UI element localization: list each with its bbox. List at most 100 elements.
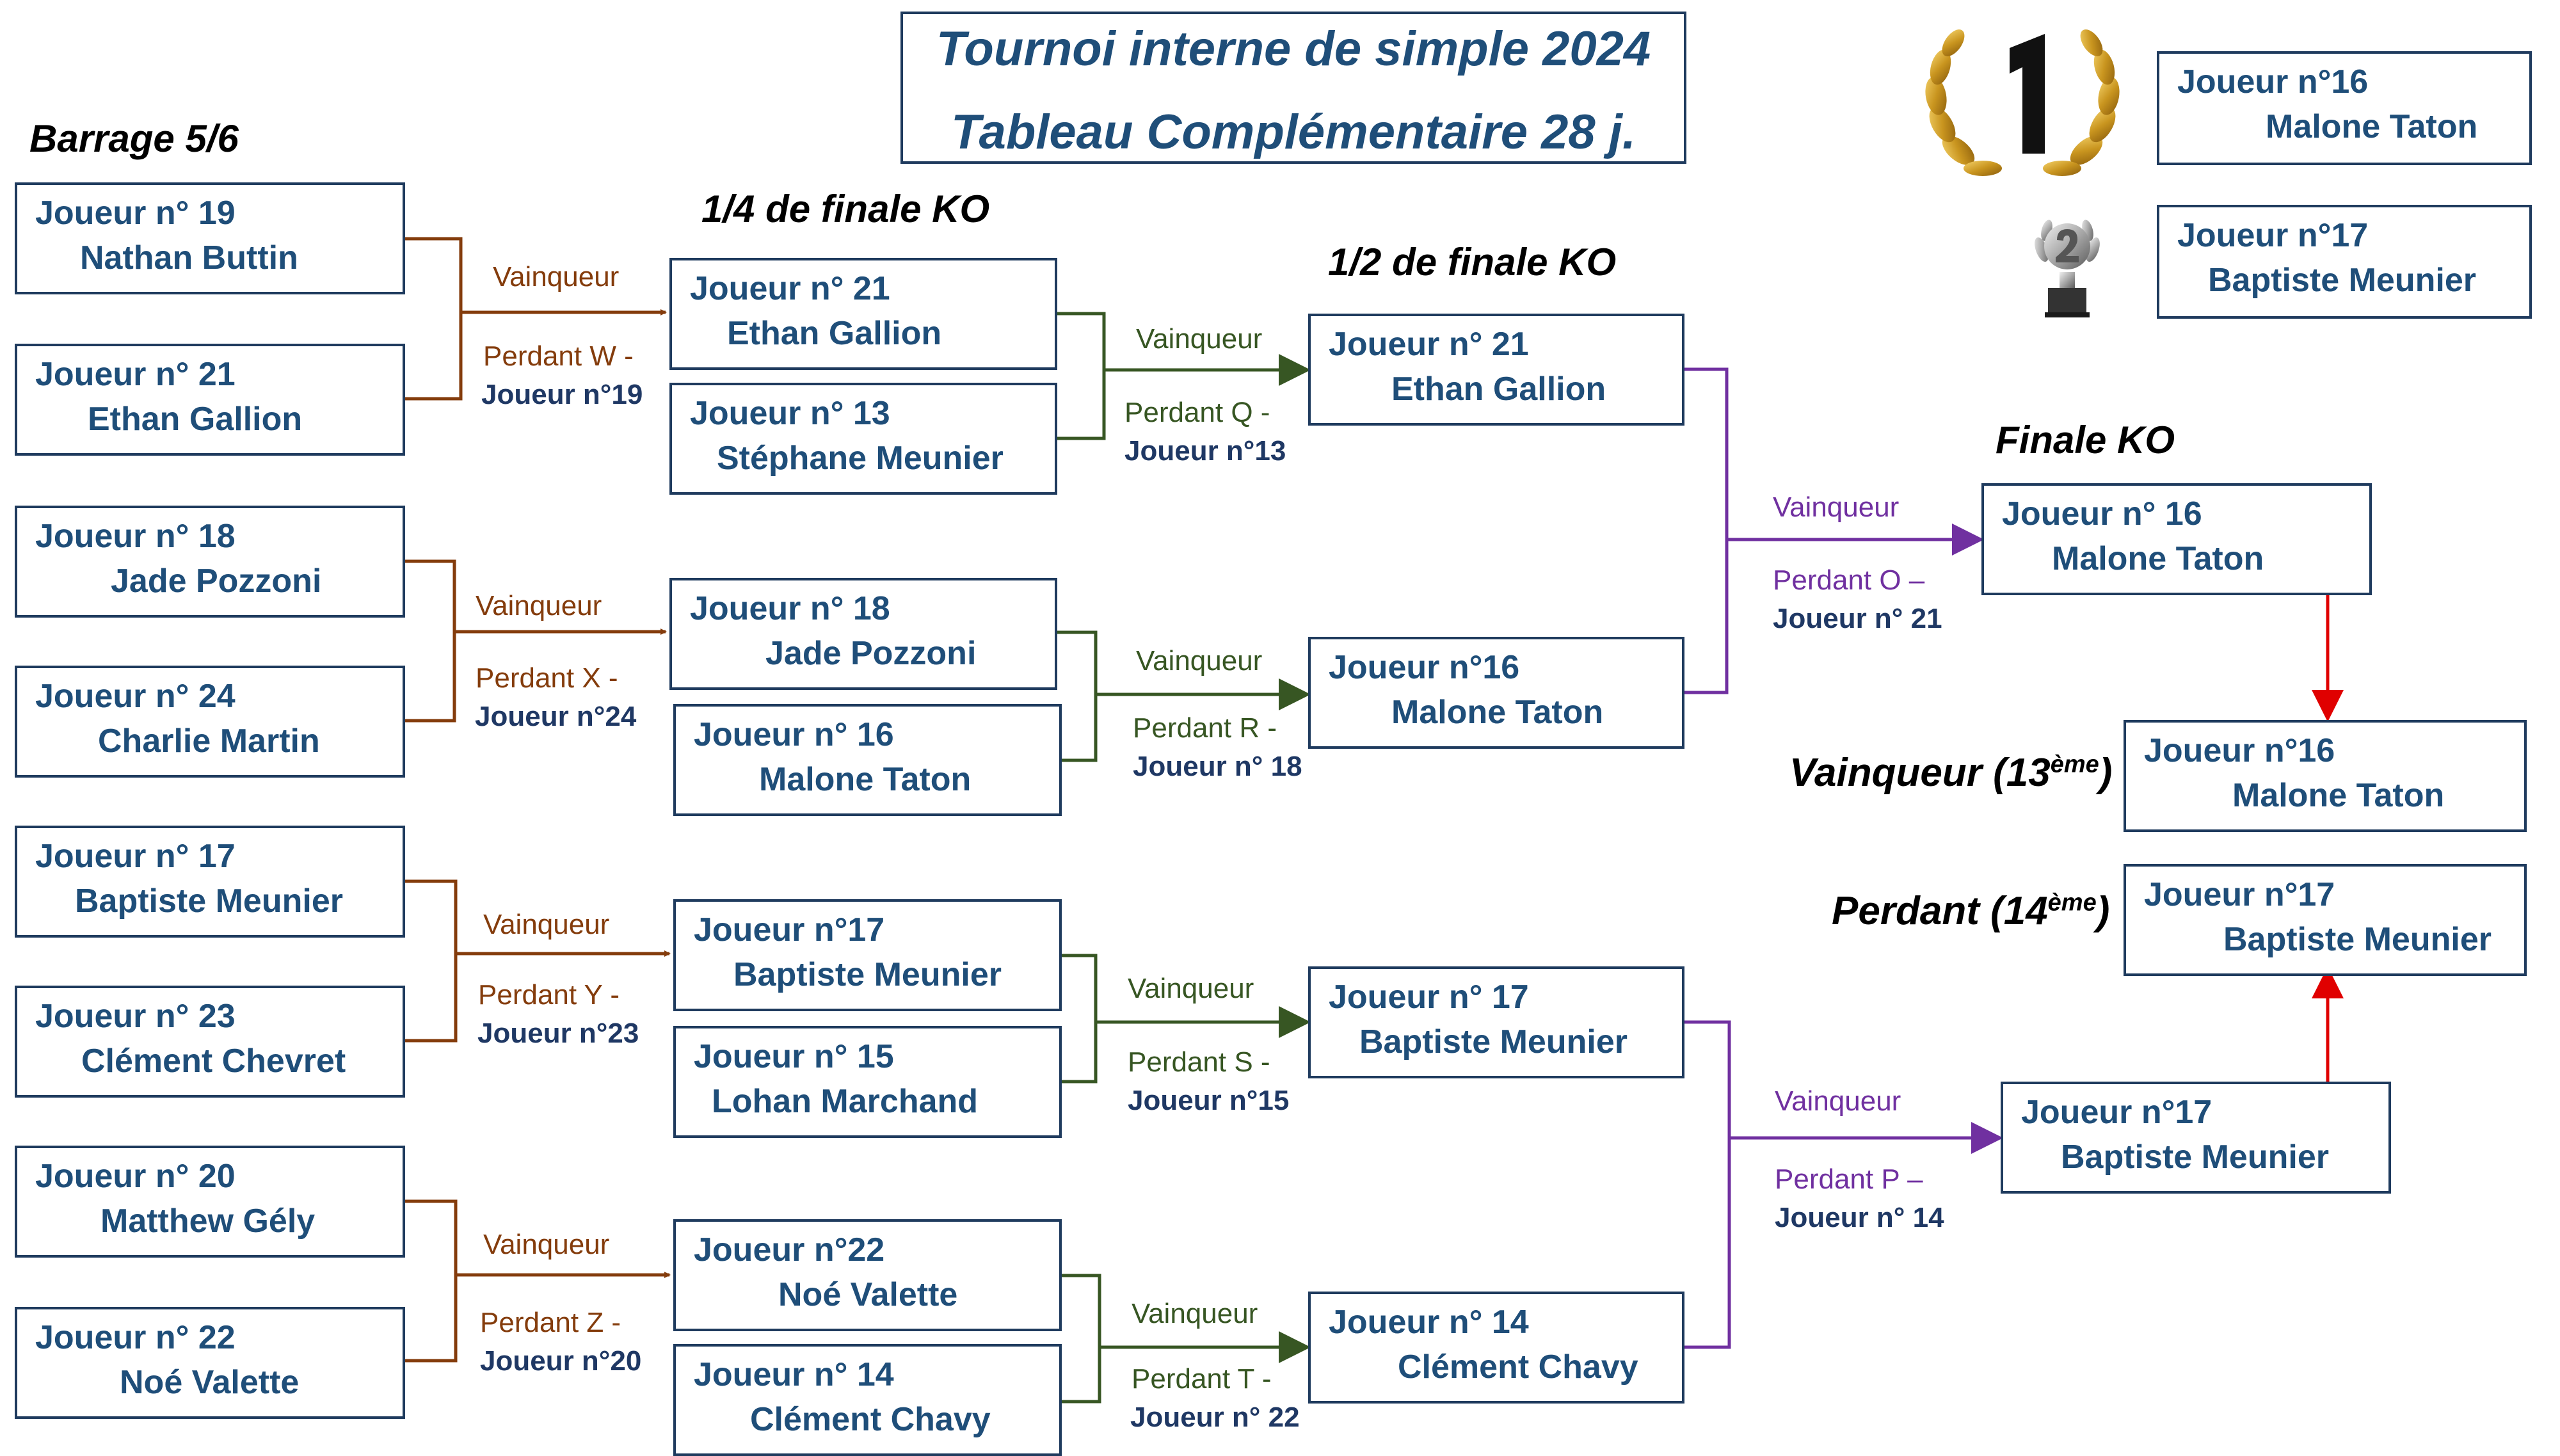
loser-label: Perdant W -	[483, 340, 634, 372]
loser-player-label: Joueur n° 22	[1130, 1402, 1300, 1433]
quarter-player-box: Joueur n° 13 Stéphane Meunier	[669, 383, 1057, 495]
player-name: Malone Taton	[2052, 540, 2264, 577]
player-name: Malone Taton	[1391, 694, 1604, 731]
player-number: Joueur n°16	[1329, 649, 1520, 686]
loser-player-label: Joueur n°15	[1128, 1085, 1290, 1116]
loser-player-label: Joueur n° 14	[1775, 1202, 1944, 1233]
loser-player-label: Joueur n° 18	[1133, 751, 1302, 782]
player-name: Jade Pozzoni	[765, 635, 977, 672]
loser-player-label: Joueur n°24	[475, 701, 637, 732]
quarter-connectors	[1053, 312, 1311, 1404]
barrage-player-box: Joueur n° 21 Ethan Gallion	[15, 344, 405, 456]
player-name: Malone Taton	[2266, 108, 2478, 145]
player-name: Baptiste Meunier	[75, 883, 343, 920]
winner-label: Vainqueur	[1136, 645, 1263, 676]
final-player-box: Joueur n° 16 Malone Taton	[1981, 483, 2372, 595]
winner-label: Vainqueur	[1773, 492, 1900, 523]
podium-first-box: Joueur n°16 Malone Taton	[2157, 51, 2532, 165]
player-number: Joueur n°17	[2177, 217, 2369, 254]
loser-label: Perdant P –	[1775, 1164, 1923, 1195]
podium-second-box: Joueur n°17 Baptiste Meunier	[2157, 205, 2532, 319]
player-number: Joueur n° 13	[690, 395, 890, 432]
gold-laurel-1-icon	[1925, 29, 2120, 176]
loser-player-label: Joueur n°19	[481, 379, 643, 410]
winner-label: Vainqueur	[483, 909, 610, 940]
player-name: Noé Valette	[778, 1276, 958, 1313]
player-number: Joueur n° 19	[35, 195, 236, 232]
semi-player-box: Joueur n° 14 Clément Chavy	[1308, 1292, 1684, 1404]
quarter-player-box: Joueur n°17 Baptiste Meunier	[673, 899, 1062, 1011]
semi-player-box: Joueur n°16 Malone Taton	[1308, 637, 1684, 749]
loser-player-label: Joueur n°23	[477, 1018, 639, 1049]
player-name: Baptiste Meunier	[1359, 1023, 1628, 1060]
player-number: Joueur n° 24	[35, 678, 236, 715]
quarter-player-box: Joueur n° 18 Jade Pozzoni	[669, 578, 1057, 690]
player-number: Joueur n° 21	[1329, 326, 1529, 363]
loser-label: Perdant O –	[1773, 564, 1925, 596]
semi-player-box: Joueur n° 17 Baptiste Meunier	[1308, 966, 1684, 1078]
tournament-title-box: Tournoi interne de simple 2024 Tableau C…	[900, 12, 1686, 164]
player-number: Joueur n° 18	[35, 518, 236, 555]
winner-label: Vainqueur	[1132, 1298, 1258, 1329]
winner-label: Vainqueur	[493, 261, 620, 292]
loser-player-label: Joueur n°20	[480, 1345, 642, 1377]
player-name: Clément Chavy	[1398, 1348, 1638, 1386]
player-name: Ethan Gallion	[88, 401, 303, 438]
player-number: Joueur n°17	[2144, 876, 2335, 913]
barrage-player-box: Joueur n° 24 Charlie Martin	[15, 666, 405, 778]
barrage-player-box: Joueur n° 19 Nathan Buttin	[15, 182, 405, 294]
semi-connectors	[1684, 367, 2003, 1349]
title-line-2: Tableau Complémentaire 28 j.	[951, 105, 1636, 159]
quarter-player-box: Joueur n° 16 Malone Taton	[673, 704, 1062, 816]
winner-label: Vainqueur	[1136, 323, 1263, 355]
quarter-player-box: Joueur n° 15 Lohan Marchand	[673, 1026, 1062, 1138]
winner-result-box: Joueur n°16 Malone Taton	[2124, 720, 2527, 832]
loser-label: Perdant S -	[1128, 1046, 1270, 1078]
player-name: Baptiste Meunier	[2208, 262, 2476, 299]
player-number: Joueur n°16	[2177, 63, 2369, 100]
player-number: Joueur n°16	[2144, 732, 2335, 769]
final-player-box: Joueur n°17 Baptiste Meunier	[2001, 1082, 2391, 1194]
silver-trophy-2-icon	[2035, 220, 2100, 317]
player-number: Joueur n° 21	[35, 356, 236, 393]
player-name: Malone Taton	[759, 761, 972, 798]
player-name: Baptiste Meunier	[733, 956, 1002, 993]
player-number: Joueur n° 16	[2002, 495, 2202, 532]
barrage-player-box: Joueur n° 17 Baptiste Meunier	[15, 826, 405, 938]
loser-label: Perdant R -	[1133, 712, 1277, 744]
player-number: Joueur n°22	[694, 1231, 885, 1268]
loser-label: Perdant Y -	[478, 979, 620, 1011]
barrage-player-box: Joueur n° 20 Matthew Gély	[15, 1146, 405, 1258]
barrage-player-box: Joueur n° 23 Clément Chevret	[15, 986, 405, 1098]
player-name: Baptiste Meunier	[2223, 921, 2492, 958]
player-name: Matthew Gély	[100, 1203, 316, 1240]
player-number: Joueur n°17	[2021, 1094, 2212, 1131]
loser-label: Perdant Z -	[480, 1307, 621, 1338]
loser-label: Perdant Q -	[1124, 397, 1270, 428]
barrage-player-box: Joueur n° 18 Jade Pozzoni	[15, 506, 405, 618]
player-number: Joueur n° 17	[35, 838, 236, 875]
winner-label: Vainqueur	[1128, 973, 1254, 1004]
winner-label: Vainqueur	[1775, 1085, 1901, 1117]
barrage-player-box: Joueur n° 22 Noé Valette	[15, 1307, 405, 1419]
quarter-player-box: Joueur n°22 Noé Valette	[673, 1219, 1062, 1331]
loser-place-label: Perdant (14ème)	[1832, 889, 2110, 933]
player-name: Charlie Martin	[98, 723, 320, 760]
winner-label: Vainqueur	[483, 1229, 610, 1260]
loser-player-label: Joueur n° 21	[1773, 603, 1942, 634]
player-name: Nathan Buttin	[80, 239, 298, 276]
loser-label: Perdant T -	[1132, 1363, 1272, 1395]
round-title-final: Finale KO	[1996, 419, 2175, 461]
loser-result-box: Joueur n°17 Baptiste Meunier	[2124, 864, 2527, 976]
player-name: Baptiste Meunier	[2061, 1139, 2329, 1176]
player-name: Ethan Gallion	[727, 315, 942, 352]
player-number: Joueur n° 17	[1329, 979, 1529, 1016]
player-number: Joueur n° 15	[694, 1038, 894, 1075]
semi-player-box: Joueur n° 21 Ethan Gallion	[1308, 314, 1684, 426]
quarter-player-box: Joueur n° 14 Clément Chavy	[673, 1344, 1062, 1456]
quarter-player-box: Joueur n° 21 Ethan Gallion	[669, 258, 1057, 370]
player-name: Jade Pozzoni	[111, 563, 322, 600]
player-name: Malone Taton	[2232, 777, 2445, 814]
round-title-quarter: 1/4 de finale KO	[701, 188, 990, 230]
